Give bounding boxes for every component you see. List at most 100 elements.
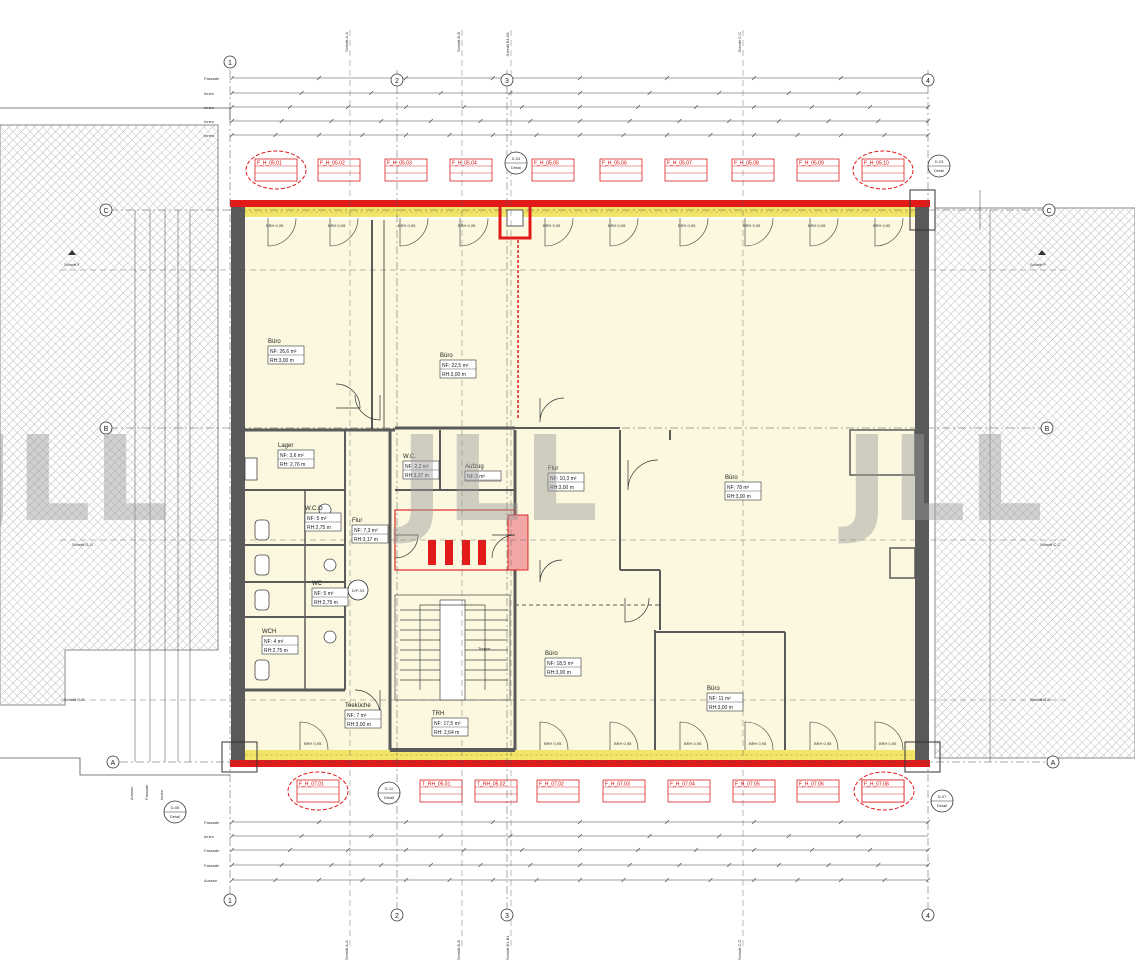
window-brh-top-8: BRH 0,95 (808, 223, 826, 228)
room-name: Aufzug (465, 464, 484, 470)
room-name: Büro (440, 353, 453, 359)
window-tag-2: T_RH_05.02 (474, 779, 518, 803)
window-brh-top-1: BRH 0,95 (328, 223, 346, 228)
axis-bubble-3-top: 3 (500, 73, 514, 87)
window-brh-top-0: BRH 0,95 (266, 223, 284, 228)
axis-bubble-a-left: A (106, 755, 120, 769)
window-brh-bottom-1: BRH 0,95 (544, 741, 562, 746)
window-brh-bottom-5: BRH 0,95 (814, 741, 832, 746)
window-brh-bottom-6: BRH 0,95 (879, 741, 897, 746)
room-height: RH:2,75 m (264, 648, 288, 654)
axis-lines (110, 70, 1050, 910)
svg-text:2: 2 (395, 78, 399, 85)
window-tag-5: F_H_05.06 (599, 158, 643, 182)
window-brh-top-7: BRH 0,95 (743, 223, 761, 228)
window-tag-8: F_H_05.09 (796, 158, 840, 182)
window-tag-9: F_H_07.08 (861, 779, 905, 803)
facade-bottom (230, 750, 930, 767)
watermark-left: JLL (0, 410, 170, 548)
axis-bubble-a-right: A (1046, 755, 1060, 769)
room-area: NF: 18,5 m² (547, 661, 574, 667)
room-height: RH:3,00 m (270, 358, 294, 364)
axis-bubble-4-bottom: 4 (921, 908, 935, 922)
svg-text:C: C (103, 208, 108, 215)
window-tag-label: F_H_05.01 (257, 161, 282, 167)
room-area: NF: 26,6 m² (270, 349, 297, 355)
dim-row-2: Fassade (204, 847, 931, 853)
svg-text:2: 2 (395, 913, 399, 920)
axis-bubble-2-bottom: 2 (390, 908, 404, 922)
door-swings (335, 383, 659, 716)
axis-bubble-1-top: 1 (223, 55, 237, 69)
window-tag-label: F_H_05.05 (534, 161, 559, 167)
window-tag-label: F_H_05.02 (320, 161, 345, 167)
window-tag-2: F_H_05.03 (384, 158, 428, 182)
window-tag-label: F_H_05.04 (452, 161, 477, 167)
room-name: Flur (548, 466, 558, 472)
svg-text:3: 3 (505, 78, 509, 85)
svg-text:1: 1 (228, 898, 232, 905)
elevator-core (394, 201, 532, 571)
watermark-right: JLL (838, 410, 1045, 548)
window-tag-3: F_H_07.02 (536, 779, 580, 803)
dim-row-label: Innen (204, 119, 214, 124)
svg-text:C: C (1046, 208, 1051, 215)
dim-row-2: Innen (204, 104, 931, 110)
revision-cloud-2 (287, 771, 349, 811)
dim-row-0: Fassade (204, 819, 931, 825)
watermark-group: JLL JLL JLL (0, 410, 1045, 548)
svg-text:Schnitt F: Schnitt F (1030, 262, 1046, 267)
dim-row-0: Fassade (204, 75, 931, 81)
room-area: NF: 2,2 m² (405, 464, 429, 470)
axis-bubble-1-bottom: 1 (223, 893, 237, 907)
room-area: NF: 5 m² (314, 591, 334, 597)
dim-row-label: Innen (204, 834, 214, 839)
dim-row-4: Innen (204, 132, 931, 138)
svg-text:Schnitt C-C: Schnitt C-C (737, 32, 742, 53)
room-height: RH:3,00 m (727, 494, 751, 500)
room-name: Büro (725, 475, 738, 481)
wall-left-corner-bottom (221, 741, 258, 773)
dim-row-1: Innen (204, 833, 928, 839)
room-height: RH:3,00 m (550, 485, 574, 491)
room-area: NF: 17,5 m² (434, 721, 461, 727)
window-tag-1: T_RH_05.01 (419, 779, 463, 803)
room-name: Lager (278, 443, 293, 449)
window-tag-4: F_H_07.03 (602, 779, 646, 803)
revision-cloud-3 (853, 771, 915, 811)
section-markers-top: Schnitt A-A Schnitt B-B Schnitt B1-B1 Sc… (344, 31, 742, 56)
room-area: NF: 5 m² (307, 516, 327, 522)
svg-text:4: 4 (926, 78, 930, 85)
window-tag-4: F_H_05.05 (531, 158, 575, 182)
window-brh-top-6: BRH 0,95 (678, 223, 696, 228)
svg-text:D-08: D-08 (171, 805, 180, 810)
window-tag-3: F_H_05.04 (449, 158, 493, 182)
facade-top (230, 200, 930, 217)
room-name: TRH (432, 711, 444, 717)
room-info-box (464, 470, 502, 482)
svg-text:Schnitt C-C: Schnitt C-C (737, 939, 742, 960)
window-tag-label: F_H_05.03 (387, 161, 412, 167)
bottom-window-arcs (299, 721, 904, 751)
svg-text:B: B (1045, 426, 1050, 433)
svg-text:1: 1 (228, 60, 232, 67)
window-tag-label: F_H_07.03 (605, 782, 630, 788)
room-area: NF: 11 m² (709, 696, 731, 702)
window-tag-1: F_H_05.02 (317, 158, 361, 182)
room-area: NF: 7 m² (347, 713, 367, 719)
svg-text:D-04: D-04 (512, 156, 521, 161)
